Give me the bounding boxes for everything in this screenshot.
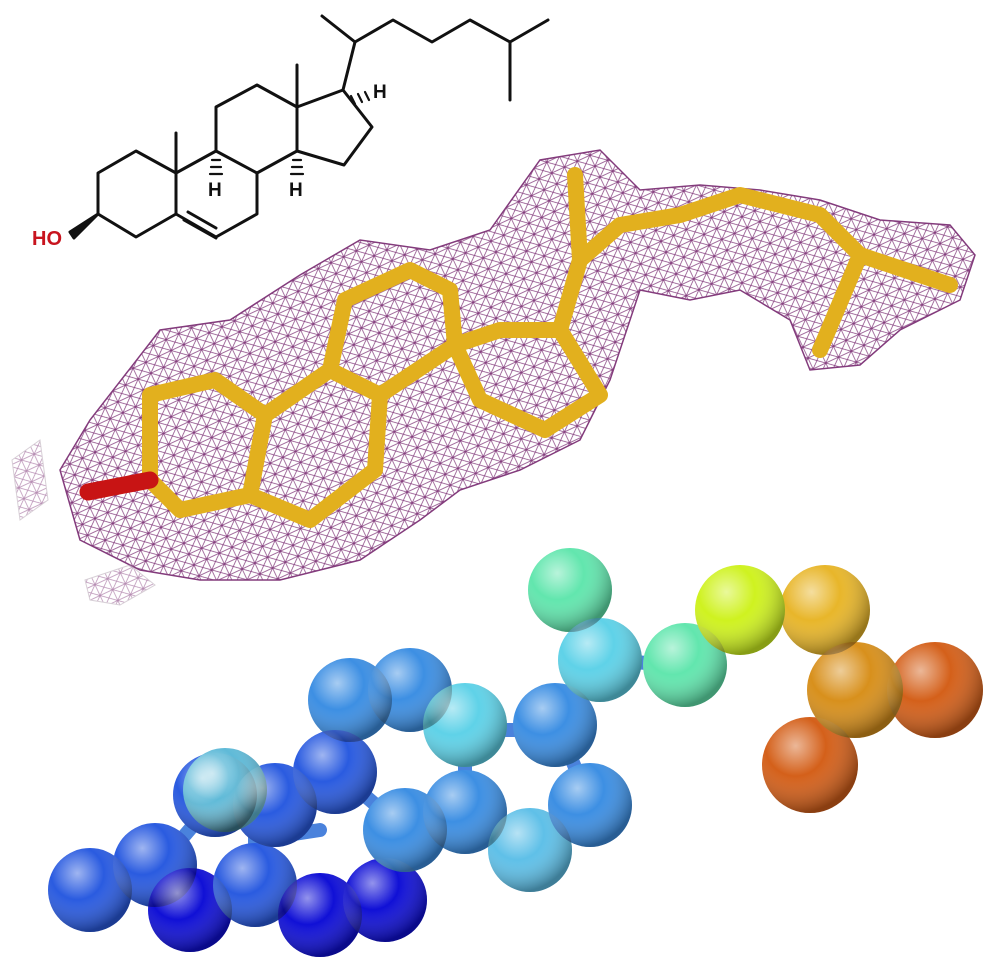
ring-d <box>295 88 374 167</box>
skeletal-formula <box>68 14 550 240</box>
density-model <box>11 149 976 606</box>
stick-model <box>142 167 958 528</box>
hydroxyl-wedge <box>68 212 100 240</box>
double-bond <box>182 218 218 240</box>
hydrogen-label-c9: H <box>208 180 222 201</box>
bead-shading <box>48 548 983 957</box>
ring-c <box>214 83 299 175</box>
ring-a <box>96 149 178 239</box>
hydrogen-label-c14: H <box>289 180 303 201</box>
hydroxyl-oxygen <box>79 471 159 501</box>
hydroxyl-label: HO <box>32 228 62 250</box>
density-mesh <box>59 149 976 581</box>
hydrogen-label-c17: H <box>373 82 387 103</box>
bead-model <box>48 548 983 957</box>
